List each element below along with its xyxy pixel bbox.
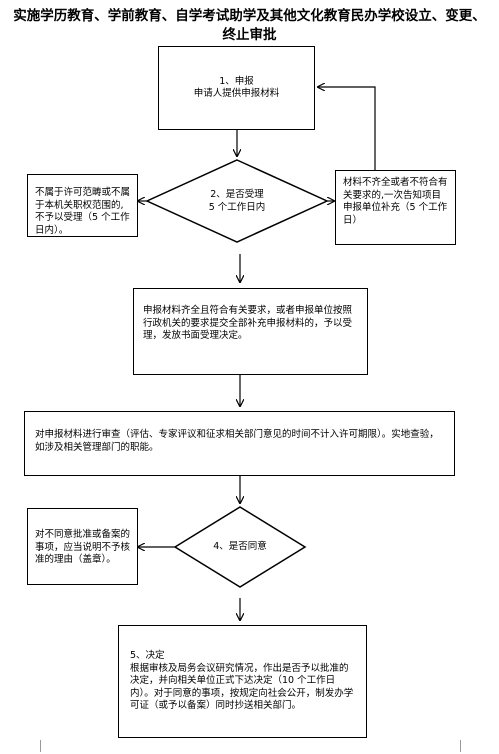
page-title: 实施学历教育、学前教育、自学考试助学及其他文化教育民办学校设立、变更、 终止审批 bbox=[8, 7, 491, 45]
review-box: 对申报材料进行审查（评估、专家评议和征求相关部门意见的时间不计入许可期限）。实地… bbox=[24, 411, 455, 476]
step5-number: 5、决定 bbox=[130, 650, 165, 661]
supplement-box: 材料不齐全或者不符合有关要求的,一次告知项目申报单位补充（5 个工作日） bbox=[335, 170, 456, 245]
decision4-label: 4、是否同意 bbox=[195, 541, 285, 554]
title-line-1: 实施学历教育、学前教育、自学考试助学及其他文化教育民办学校设立、变更、 bbox=[13, 8, 486, 24]
step5-text: 根据审核及局务会议研究情况，作出是否予以批准的决定，并向相关单位正式下达决定（1… bbox=[130, 662, 354, 712]
page-corner-mark bbox=[28, 740, 41, 752]
decision2-number: 2、是否受理 bbox=[210, 189, 264, 200]
decision2-text: 5 个工作日内 bbox=[208, 201, 266, 213]
disagree-box: 对不同意批准或备案的事项，应当说明不予核准的理由（盖章）。 bbox=[27, 508, 138, 585]
step5-decision-box: 5、决定 根据审核及局务会议研究情况，作出是否予以批准的决定，并向相关单位正式下… bbox=[118, 625, 367, 738]
supplement-text: 材料不齐全或者不符合有关要求的,一次告知项目申报单位补充（5 个工作日） bbox=[343, 177, 448, 226]
step1-text: 申请人提供申报材料 bbox=[193, 88, 280, 99]
step1-number: 1、申报 bbox=[219, 75, 254, 87]
decision-diamond-2 bbox=[145, 159, 329, 243]
disagree-text: 对不同意批准或备案的事项，应当说明不予核准的理由（盖章）。 bbox=[35, 529, 131, 565]
review-text: 对申报材料进行审查（评估、专家评议和征求相关部门意见的时间不计入许可期限）。实地… bbox=[35, 429, 439, 453]
step1-apply-box: 1、申报 申请人提供申报材料 bbox=[158, 46, 315, 130]
title-line-2: 终止审批 bbox=[222, 27, 277, 43]
accept-box: 申报材料齐全且符合有关要求，或者申报单位按照行政机关的要求提交全部补充申报材料的… bbox=[133, 288, 368, 375]
reject-text: 不属于许可范畴或不属于本机关职权范围的,不予以受理（5 个工作日内）。 bbox=[35, 187, 131, 236]
reject-box: 不属于许可范畴或不属于本机关职权范围的,不予以受理（5 个工作日内）。 bbox=[27, 174, 138, 237]
decision4-text: 4、是否同意 bbox=[213, 541, 267, 552]
accept-text: 申报材料齐全且符合有关要求，或者申报单位按照行政机关的要求提交全部补充申报材料的… bbox=[143, 305, 353, 341]
decision2-label: 2、是否受理 5 个工作日内 bbox=[177, 189, 297, 214]
page-corner-mark bbox=[460, 740, 473, 752]
arrow-supplement-to-step1 bbox=[318, 87, 376, 170]
decision-diamond-4 bbox=[173, 506, 307, 588]
